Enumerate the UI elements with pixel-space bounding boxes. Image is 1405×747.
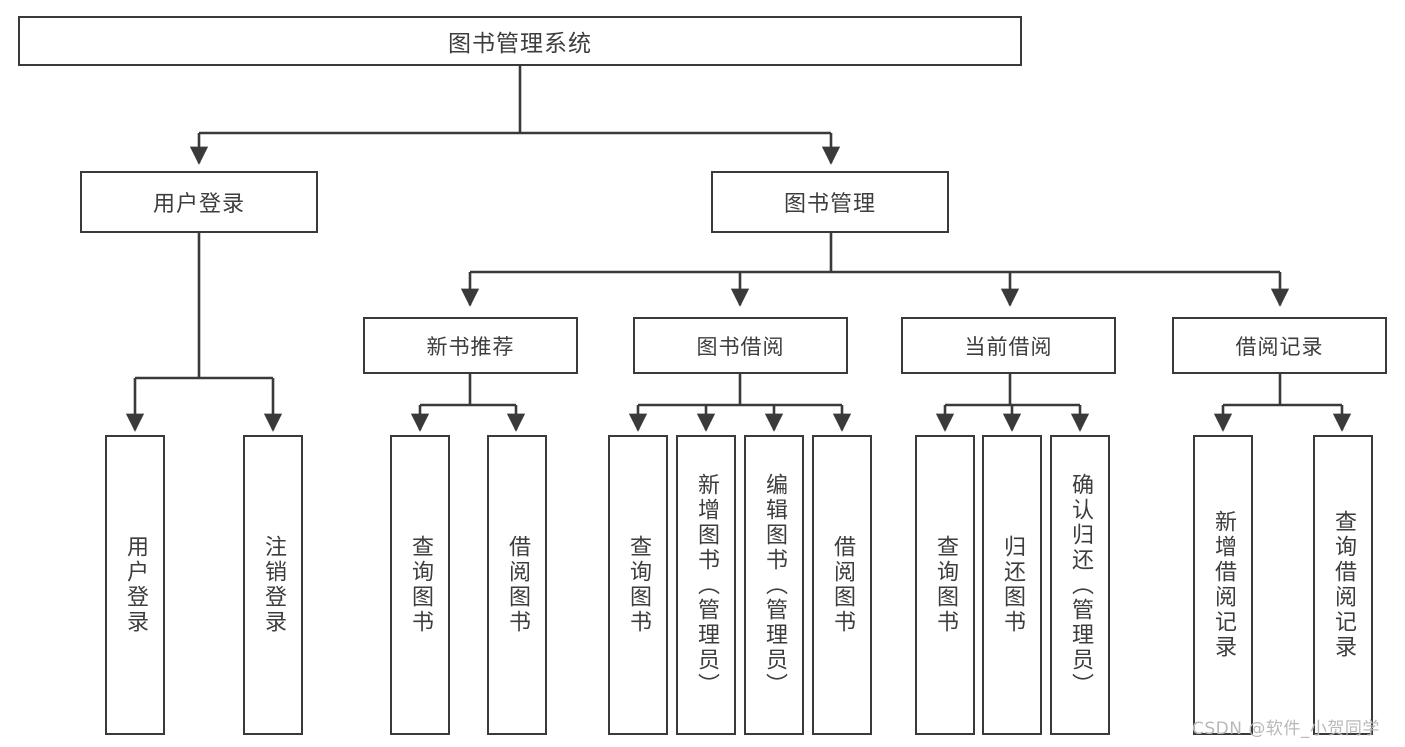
node-leaf-query-book-recommend[interactable]: 查询图书: [390, 435, 450, 735]
node-label: 注销登录: [261, 535, 286, 635]
node-leaf-confirm-return-admin[interactable]: 确认归还（管理员）: [1050, 435, 1110, 735]
node-leaf-query-book-borrow[interactable]: 查询图书: [608, 435, 668, 735]
node-label: 借阅记录: [1235, 334, 1324, 359]
node-label: 查询图书: [408, 535, 433, 635]
node-label: 编辑图书（管理员）: [762, 472, 787, 698]
node-leaf-add-book-admin[interactable]: 新增图书（管理员）: [676, 435, 736, 735]
node-label: 查询图书: [933, 535, 958, 635]
watermark-text: CSDN @软件_小贺同学: [1192, 719, 1380, 739]
node-leaf-logout[interactable]: 注销登录: [243, 435, 303, 735]
node-label: 当前借阅: [964, 334, 1053, 359]
node-leaf-query-borrow-record[interactable]: 查询借阅记录: [1313, 435, 1373, 735]
node-leaf-user-login[interactable]: 用户登录: [105, 435, 165, 735]
node-new-book-recommend[interactable]: 新书推荐: [363, 317, 578, 374]
node-label: 用户登录: [152, 192, 245, 217]
node-label: 新书推荐: [426, 334, 515, 359]
node-root-library-system[interactable]: 图书管理系统: [18, 16, 1022, 66]
node-label: 借阅图书: [830, 535, 855, 635]
node-label: 图书借阅: [696, 334, 785, 359]
node-leaf-borrow-book[interactable]: 借阅图书: [812, 435, 872, 735]
node-label: 确认归还（管理员）: [1068, 472, 1093, 698]
node-leaf-return-book[interactable]: 归还图书: [982, 435, 1042, 735]
node-label: 新增图书（管理员）: [694, 472, 719, 698]
node-label: 用户登录: [123, 535, 148, 635]
node-leaf-query-book-current[interactable]: 查询图书: [915, 435, 975, 735]
node-book-management[interactable]: 图书管理: [711, 171, 949, 233]
node-user-login[interactable]: 用户登录: [80, 171, 318, 233]
node-borrow-record[interactable]: 借阅记录: [1172, 317, 1387, 374]
node-label: 图书管理: [783, 192, 876, 217]
node-label: 借阅图书: [505, 535, 530, 635]
node-label: 查询图书: [626, 535, 651, 635]
node-leaf-borrow-book-recommend[interactable]: 借阅图书: [487, 435, 547, 735]
node-label: 归还图书: [1000, 535, 1025, 635]
node-current-borrow[interactable]: 当前借阅: [901, 317, 1116, 374]
node-leaf-edit-book-admin[interactable]: 编辑图书（管理员）: [744, 435, 804, 735]
node-label: 查询借阅记录: [1331, 510, 1356, 660]
node-label: 新增借阅记录: [1211, 510, 1236, 660]
node-label: 图书管理系统: [448, 31, 592, 57]
node-book-borrow[interactable]: 图书借阅: [633, 317, 848, 374]
node-leaf-add-borrow-record[interactable]: 新增借阅记录: [1193, 435, 1253, 735]
